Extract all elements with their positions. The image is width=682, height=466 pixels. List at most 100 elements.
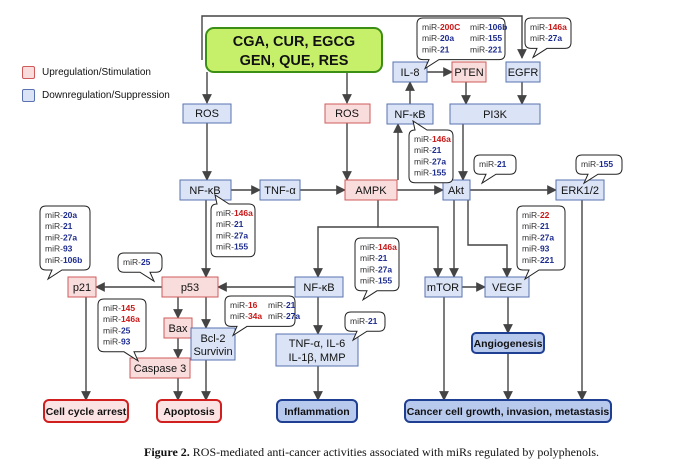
node-nfkb-mid: NF-κB	[294, 276, 344, 298]
node-p53: p53	[161, 276, 219, 298]
legend-down: Downregulation/Suppression	[22, 89, 170, 102]
svg-text:ERK1/2: ERK1/2	[561, 185, 599, 197]
mir-nfkb_mid-2: miR-27a	[360, 264, 392, 274]
callout-bubble	[210, 193, 256, 258]
mir-caspase-1: miR-146a	[103, 314, 140, 324]
mir-pten-4: miR-21	[422, 44, 450, 54]
node-bcl2: Bcl-2 Survivin	[190, 327, 236, 361]
node-p21: p21	[67, 276, 97, 298]
svg-text:ROS: ROS	[335, 108, 359, 120]
mir-pten-5: miR-221	[470, 44, 502, 54]
node-pten: PTEN	[451, 61, 487, 83]
mir-pten-3: miR-155	[470, 33, 502, 43]
legend-up: Upregulation/Stimulation	[22, 66, 151, 79]
mir-vegf-1: miR-21	[522, 221, 550, 231]
callout-bubble	[39, 205, 91, 281]
mir-p21-1: miR-21	[45, 221, 73, 231]
mir-vegf-2: miR-27a	[522, 232, 554, 242]
node-ros-left: ROS	[182, 103, 232, 124]
svg-text:EGFR: EGFR	[508, 67, 539, 79]
svg-text:NF-κB: NF-κB	[189, 185, 220, 197]
legend-down-swatch	[22, 89, 35, 102]
mir-nfkb_top-0: miR-146a	[414, 134, 451, 144]
mir-p53-0: miR-25	[123, 257, 151, 267]
mir-nfkb_top-1: miR-21	[414, 145, 442, 155]
svg-text:TNF-α: TNF-α	[264, 185, 296, 197]
node-inflam-mediators: TNF-α, IL-6 IL-1β, MMP	[275, 333, 359, 367]
caption-label: Figure 2.	[144, 445, 190, 459]
svg-text:AMPK: AMPK	[355, 185, 387, 197]
svg-text:PI3K: PI3K	[483, 109, 508, 121]
outcome-cancer-growth: Cancer cell growth, invasion, metastasis	[404, 399, 612, 423]
svg-text:TNF-α, IL-6: TNF-α, IL-6	[289, 338, 345, 350]
mir-nfkb_top-2: miR-27a	[414, 156, 446, 166]
mir-inflam-0: miR-21	[350, 316, 378, 326]
node-caspase3: Caspase 3	[129, 357, 191, 379]
svg-text:p53: p53	[181, 282, 199, 294]
polyphenols-line2: GEN, QUE, RES	[240, 53, 349, 69]
callout-bcl2: miR-16 miR-21 miR-34a miR-27a	[224, 295, 300, 337]
pathway-diagram: CGA, CUR, EGCG GEN, QUE, RES ROS ROS IL-…	[39, 15, 623, 423]
mir-p21-2: miR-27a	[45, 232, 77, 242]
mir-egfr-0: miR-146a	[530, 22, 567, 32]
svg-text:NF-κB: NF-κB	[394, 109, 425, 121]
mir-bcl2-3: miR-27a	[268, 311, 300, 321]
svg-text:Apoptosis: Apoptosis	[163, 406, 214, 418]
callout-bubble	[97, 298, 147, 363]
svg-text:ROS: ROS	[195, 108, 219, 120]
edge-top-loop	[201, 15, 527, 60]
mir-p21-3: miR-93	[45, 244, 73, 254]
svg-text:IL-8: IL-8	[401, 67, 420, 79]
mir-pten-0: miR-200C	[422, 22, 460, 32]
node-tnfa: TNF-α	[259, 179, 301, 201]
callout-erk: miR-155	[575, 154, 623, 185]
mir-nfkb_mid-1: miR-21	[360, 253, 388, 263]
mir-bcl2-2: miR-34a	[230, 311, 262, 321]
svg-text:IL-1β, MMP: IL-1β, MMP	[288, 352, 345, 364]
svg-text:Angiogenesis: Angiogenesis	[474, 338, 543, 350]
svg-text:NF-κB: NF-κB	[303, 282, 334, 294]
mir-bcl2-0: miR-16	[230, 300, 258, 310]
mir-caspase-0: miR-145	[103, 303, 135, 313]
svg-text:Survivin: Survivin	[193, 346, 232, 358]
mir-nfkb_left-1: miR-21	[216, 219, 244, 229]
node-pi3k: PI3K	[449, 103, 541, 125]
svg-text:Bax: Bax	[169, 323, 188, 335]
node-egfr: EGFR	[505, 61, 541, 83]
svg-text:p21: p21	[73, 282, 91, 294]
node-il8: IL-8	[392, 61, 428, 83]
caption-text: ROS-mediated anti-cancer activities asso…	[192, 445, 600, 459]
mir-bcl2-1: miR-21	[268, 300, 296, 310]
outcome-inflammation: Inflammation	[276, 399, 358, 423]
node-nfkb-left: NF-κB	[179, 179, 232, 201]
mir-p21-0: miR-20a	[45, 210, 77, 220]
callout-bubble	[516, 205, 566, 281]
mir-nfkb_mid-3: miR-155	[360, 276, 392, 286]
callout-bubble	[354, 237, 400, 302]
svg-text:VEGF: VEGF	[492, 282, 522, 294]
svg-text:Caspase 3: Caspase 3	[134, 363, 187, 375]
callout-bubble	[408, 119, 454, 184]
callout-bubble	[473, 154, 517, 185]
outcome-apoptosis: Apoptosis	[156, 399, 222, 423]
mir-caspase-3: miR-93	[103, 337, 131, 347]
polyphenols-line1: CGA, CUR, EGCG	[233, 34, 355, 50]
edge-ampk-nfkb-mid	[313, 226, 378, 278]
callout-bubble	[224, 295, 296, 337]
mir-egfr-1: miR-27a	[530, 33, 562, 43]
callout-bubble	[575, 154, 623, 185]
node-vegf: VEGF	[484, 276, 530, 298]
edges	[81, 15, 587, 401]
legend-down-label: Downregulation/Suppression	[42, 90, 170, 102]
mir-nfkb_left-0: miR-146a	[216, 208, 253, 218]
node-bax: Bax	[163, 317, 193, 339]
callout-akt: miR-21	[473, 154, 517, 185]
mir-nfkb_top-3: miR-155	[414, 168, 446, 178]
callout-p53: miR-25	[117, 252, 163, 283]
callout-bubble	[524, 17, 572, 59]
